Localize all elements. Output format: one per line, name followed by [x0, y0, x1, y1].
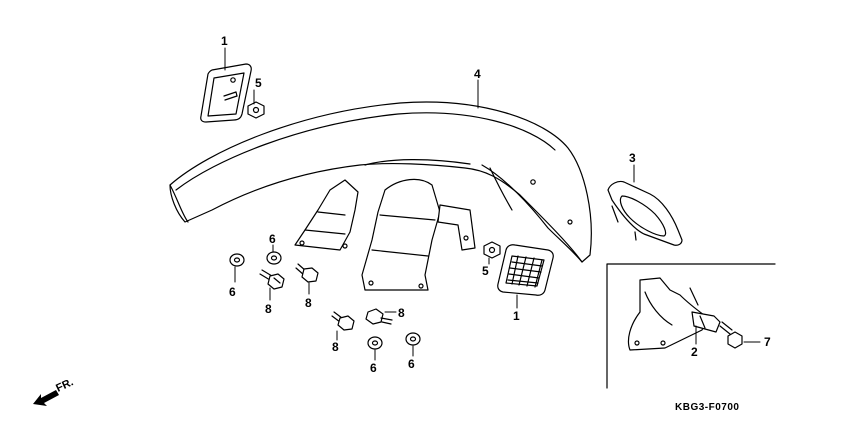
cover-part[interactable]: [607, 180, 683, 246]
callout-5-top: 5: [255, 76, 262, 90]
callout-numbers: 1 5 4 3 6 6 8 8 8 8 6 6 5 1 2 7: [221, 34, 771, 375]
screw-part[interactable]: [719, 321, 743, 349]
reflector-mid-part[interactable]: [497, 244, 554, 296]
callout-8-bottom-center: 8: [398, 306, 405, 320]
bolt-bottom-left[interactable]: [331, 311, 355, 331]
callout-3: 3: [629, 151, 636, 165]
front-fender-part[interactable]: [169, 101, 592, 263]
callout-8-center-left: 8: [305, 296, 312, 310]
fender-stay-right: [437, 204, 476, 251]
callout-8-left: 8: [265, 302, 272, 316]
bolt-bottom-center[interactable]: [365, 308, 393, 325]
reflector-top-part[interactable]: [200, 63, 252, 123]
callout-6-bottom-center: 6: [370, 361, 377, 375]
front-direction-indicator: FR.: [33, 376, 75, 406]
bolt-left[interactable]: [259, 269, 285, 290]
fender-stay-center: [361, 178, 441, 291]
clamp-part[interactable]: [691, 311, 721, 333]
callout-1-mid: 1: [513, 309, 520, 323]
washer-bottom-center[interactable]: [367, 336, 383, 350]
detail-inset: [606, 263, 776, 389]
callout-2: 2: [691, 345, 698, 359]
drawing-code: KBG3-F0700: [675, 402, 739, 413]
callout-5-mid: 5: [482, 264, 489, 278]
washer-left[interactable]: [229, 253, 245, 267]
callout-6-bottom-right: 6: [408, 357, 415, 371]
callout-1-top: 1: [221, 34, 228, 48]
nut-top-part[interactable]: [247, 101, 265, 119]
bolt-center-left[interactable]: [295, 263, 319, 283]
front-direction-arrow-icon: [33, 390, 59, 406]
reflector-top-screw: [223, 91, 238, 101]
front-direction-label: FR.: [54, 376, 75, 394]
callout-8-bottom-left: 8: [332, 340, 339, 354]
washer-bottom-right[interactable]: [405, 332, 421, 346]
washer-upper[interactable]: [266, 251, 282, 265]
nut-mid-part[interactable]: [483, 241, 501, 259]
callout-4: 4: [474, 67, 481, 81]
fender-stay-left: [294, 179, 359, 251]
callout-7: 7: [764, 335, 771, 349]
callout-6-upper: 6: [269, 232, 276, 246]
leader-lines: [224, 47, 761, 361]
callout-6-left: 6: [229, 285, 236, 299]
